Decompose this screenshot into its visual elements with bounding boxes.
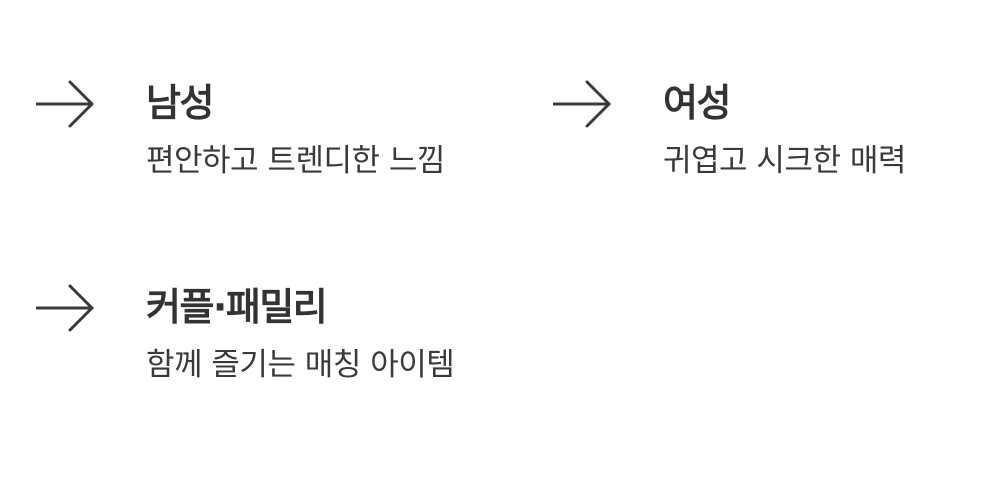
- category-men-link[interactable]: 남성 편안하고 트렌디한 느낌: [36, 80, 516, 200]
- category-description: 편안하고 트렌디한 느낌: [146, 143, 445, 179]
- category-title: 여성: [663, 81, 731, 125]
- arrow-right-icon: [36, 284, 94, 332]
- category-title: 커플·패밀리: [146, 285, 328, 329]
- category-description: 함께 즐기는 매칭 아이템: [146, 347, 455, 383]
- category-title: 남성: [146, 81, 214, 125]
- category-description: 귀엽고 시크한 매력: [663, 143, 906, 179]
- category-couple-family-link[interactable]: 커플·패밀리 함께 즐기는 매칭 아이템: [36, 284, 536, 404]
- category-women-link[interactable]: 여성 귀엽고 시크한 매력: [553, 80, 973, 200]
- arrow-right-icon: [36, 80, 94, 128]
- arrow-right-icon: [553, 80, 611, 128]
